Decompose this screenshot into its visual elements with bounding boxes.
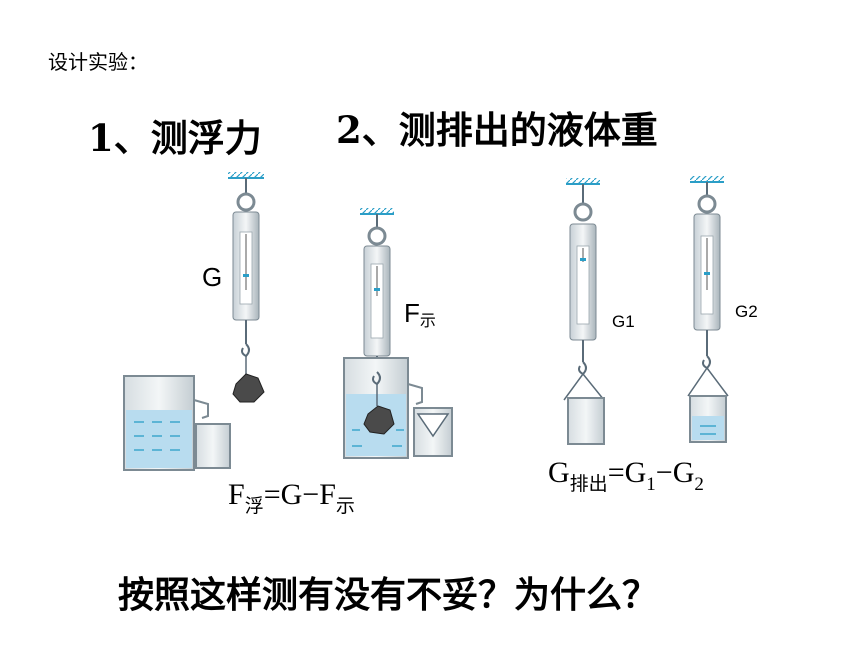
label-f-shi: F示	[404, 298, 436, 331]
label-g2: G2	[735, 302, 758, 321]
spring-scale-2	[360, 208, 394, 372]
formula2-g: G	[548, 456, 570, 489]
small-beaker-2	[413, 407, 453, 457]
stone-1	[232, 373, 265, 403]
label-g: G	[202, 262, 223, 292]
spring-scale-1	[228, 172, 265, 403]
step-measure-displaced-liquid: 2、测排出的液体重	[336, 108, 658, 152]
stone-2	[363, 405, 395, 435]
spring-scale-3	[563, 178, 605, 445]
displaced-weight-formula: G排出=G1−G2	[548, 456, 704, 496]
formula1-f: F	[228, 478, 245, 511]
formula1-fu: 浮	[244, 496, 264, 517]
buoyancy-formula: F浮=G−F示	[228, 478, 355, 518]
formula2-eq: =G	[607, 456, 647, 489]
formula2-paichu: 排出	[569, 474, 608, 495]
formula2-one: 1	[646, 474, 656, 495]
formula2-two: 2	[694, 474, 704, 495]
label-f-sub: 示	[419, 313, 436, 330]
overflow-cup-2	[343, 357, 423, 459]
label-g1: G1	[612, 312, 635, 331]
label-f-main: F	[404, 298, 420, 328]
formula2-minus: −G	[655, 456, 695, 489]
step-measure-buoyancy: 1、测浮力	[88, 116, 262, 160]
spring-scale-4	[687, 176, 729, 443]
small-beaker-1	[195, 423, 231, 469]
discussion-question: 按照这样测有没有不妥？为什么？	[118, 574, 659, 616]
formula1-rest: =G−F	[263, 478, 336, 511]
overflow-cup-1	[123, 375, 209, 471]
formula1-shi: 示	[335, 496, 355, 517]
section-heading: 设计实验：	[48, 50, 148, 74]
